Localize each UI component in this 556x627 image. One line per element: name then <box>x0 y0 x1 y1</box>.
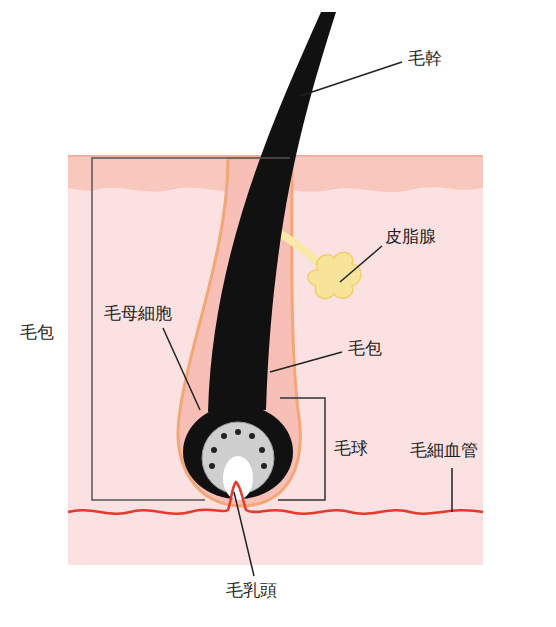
part-label: 皮脂腺 <box>385 226 436 246</box>
follicle-bracket-top <box>236 157 290 159</box>
part-label: 毛母細胞 <box>104 303 172 323</box>
leader-lines <box>163 62 452 576</box>
bulb-bracket <box>278 398 325 500</box>
part-label: 毛細血管 <box>410 440 478 460</box>
part-label: 毛幹 <box>408 48 442 68</box>
papilla <box>223 456 253 500</box>
follicle-bracket <box>92 158 236 500</box>
sebaceous-gland <box>308 252 361 298</box>
part-label: 毛包 <box>348 338 382 358</box>
hair-shaft <box>208 12 336 412</box>
capillary <box>68 482 483 514</box>
part-label: 毛球 <box>334 438 368 458</box>
part-label: 毛包 <box>20 322 54 342</box>
part-label: 毛乳頭 <box>226 580 277 600</box>
